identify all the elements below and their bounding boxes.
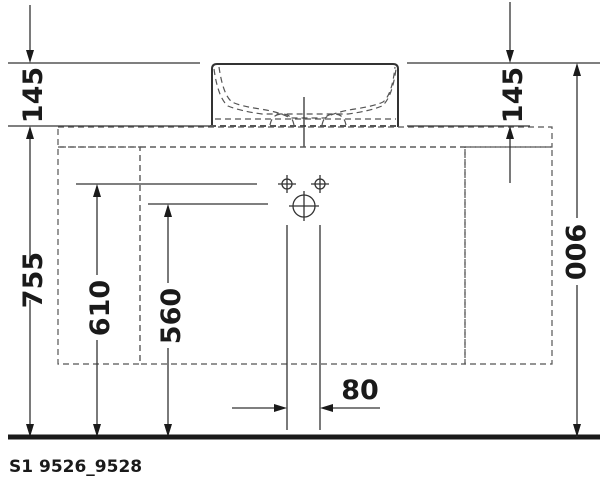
dimension-80-label: 80 <box>341 375 379 406</box>
dimension-560-label: 560 <box>156 288 187 344</box>
dimension-560: 560 <box>156 204 187 437</box>
supply-pipe-lines <box>286 225 321 430</box>
drawing-reference-code: S1 9526_9528 <box>9 457 142 477</box>
dimension-755: 755 <box>18 252 49 437</box>
vanity-unit <box>57 126 553 365</box>
dimension-80: 80 <box>232 375 380 412</box>
vessel-basin <box>210 63 400 147</box>
water-supply-connections <box>278 175 329 193</box>
dimension-610-label: 610 <box>85 280 116 336</box>
dimension-610: 610 <box>85 184 116 437</box>
dimension-900: 900 <box>559 63 590 437</box>
dimension-145-right-label: 145 <box>498 67 529 123</box>
dimension-900-label: 900 <box>559 224 590 280</box>
dimension-145-right: 145 <box>498 2 529 183</box>
dimension-145-left: 145 <box>18 5 49 260</box>
dimension-755-label: 755 <box>18 252 49 308</box>
dimension-145-left-label: 145 <box>18 67 49 123</box>
drain-connection <box>289 191 319 221</box>
